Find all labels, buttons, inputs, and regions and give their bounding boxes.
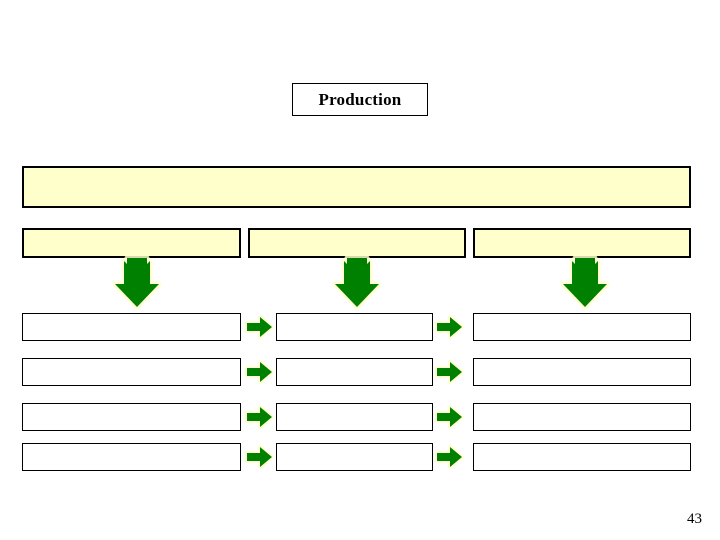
grid-cell — [22, 443, 241, 471]
column-banner-1 — [22, 228, 241, 258]
page-number: 43 — [687, 511, 702, 527]
grid-cell — [473, 358, 691, 386]
grid-cell — [473, 403, 691, 431]
grid-cell — [276, 313, 433, 341]
grid-cell — [22, 313, 241, 341]
grid-cell — [276, 443, 433, 471]
grid-cell — [473, 313, 691, 341]
column-banner-2 — [248, 228, 466, 258]
arrow-right-icon — [245, 405, 274, 429]
column-banner-3 — [473, 228, 691, 258]
grid-cell — [473, 443, 691, 471]
page-title: Production — [318, 90, 402, 109]
arrow-right-icon — [245, 360, 274, 384]
grid-cell — [276, 403, 433, 431]
grid-cell — [22, 358, 241, 386]
grid-cell — [276, 358, 433, 386]
arrow-down-icon — [560, 255, 610, 310]
arrow-right-icon — [435, 360, 464, 384]
grid-cell — [22, 403, 241, 431]
slide-title-box: Production — [292, 83, 428, 116]
arrow-right-icon — [435, 315, 464, 339]
arrow-right-icon — [435, 405, 464, 429]
arrow-right-icon — [435, 445, 464, 469]
arrow-right-icon — [245, 445, 274, 469]
arrow-right-icon — [245, 315, 274, 339]
arrow-down-icon — [112, 255, 162, 310]
arrow-down-icon — [332, 255, 382, 310]
header-banner — [22, 166, 691, 208]
